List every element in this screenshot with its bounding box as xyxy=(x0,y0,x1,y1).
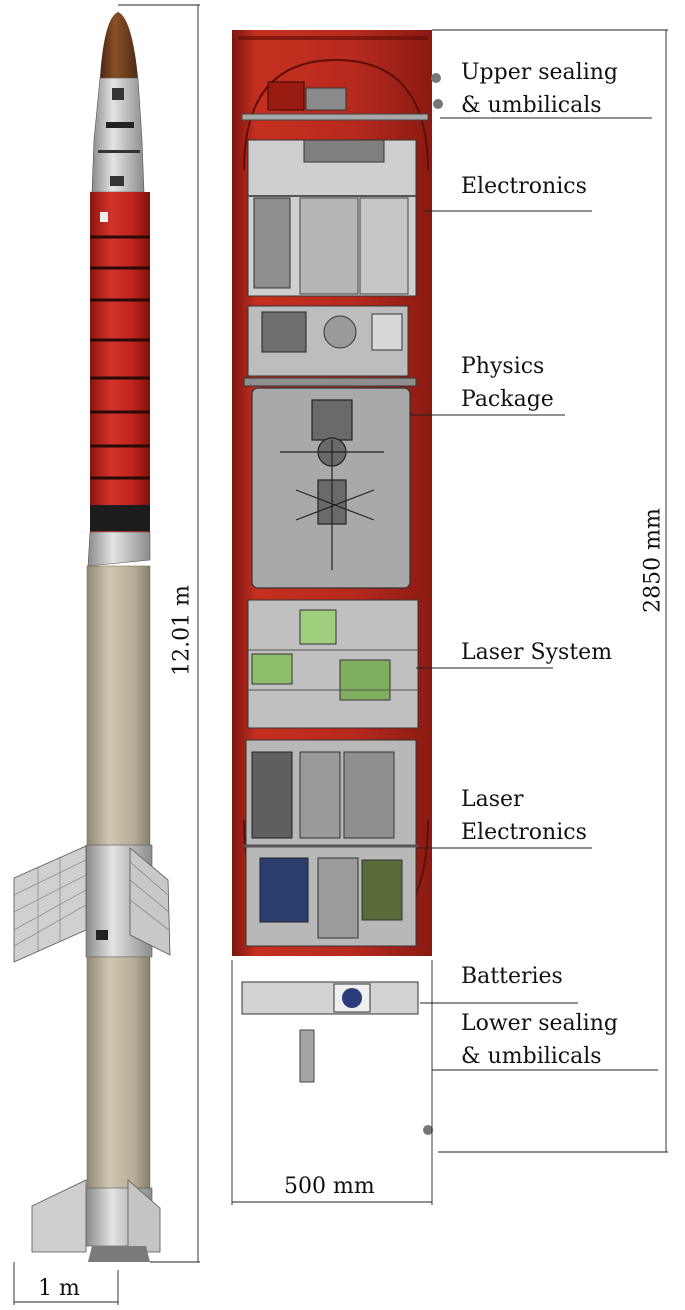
label-electronics: Electronics xyxy=(461,174,587,199)
upper-fin-left xyxy=(13,845,87,963)
rocket-width-label: 1 m xyxy=(38,1276,80,1301)
label-upper-sealing: Upper sealing & umbilicals xyxy=(461,60,618,118)
rocket xyxy=(13,12,171,1262)
lower-fin-left xyxy=(31,1179,87,1253)
payload-height-label: 2850 mm xyxy=(640,508,666,613)
payload-dimensions xyxy=(231,29,668,1205)
red-payload-section xyxy=(90,192,150,532)
lower-motor xyxy=(86,956,151,1190)
label-laser-system: Laser System xyxy=(461,640,613,665)
label-batteries: Batteries xyxy=(461,964,563,989)
upper-fin-right xyxy=(129,847,171,956)
rocket-dimensions xyxy=(13,4,200,1305)
lower-fin-right xyxy=(127,1179,161,1253)
label-lower-sealing: Lower sealing & umbilicals xyxy=(461,1011,618,1069)
section-leader-lines xyxy=(410,117,658,1071)
payload-width-label: 500 mm xyxy=(284,1174,375,1199)
upper-motor xyxy=(86,565,151,847)
rocket-height-label: 12.01 m xyxy=(169,585,195,676)
payload-cross-section xyxy=(232,30,443,956)
label-physics-package: Physics Package xyxy=(461,354,554,412)
nose-cone xyxy=(100,12,138,78)
label-laser-electronics: Laser Electronics xyxy=(461,787,587,845)
batteries-module xyxy=(241,981,433,1135)
